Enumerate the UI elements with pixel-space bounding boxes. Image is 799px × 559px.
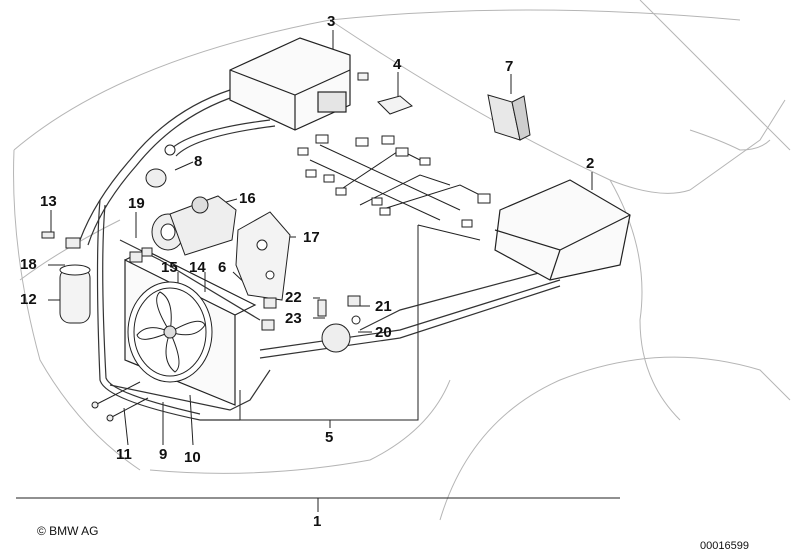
callout-6: 6 (218, 259, 227, 276)
callout-16: 16 (239, 190, 256, 207)
callout-3: 3 (327, 13, 336, 30)
callout-23: 23 (285, 310, 302, 327)
relay (487, 94, 531, 141)
callout-15: 15 (161, 259, 178, 276)
callout-1: 1 (313, 513, 322, 530)
copyright-text: © BMW AG (37, 524, 99, 538)
callout-4: 4 (393, 56, 402, 73)
wiring-harness (297, 134, 491, 241)
callout-9: 9 (159, 446, 168, 463)
small-parts (41, 144, 361, 422)
callout-12: 12 (20, 291, 37, 308)
car-outline (13, 0, 791, 521)
control-unit (357, 72, 413, 115)
callout-19: 19 (128, 195, 145, 212)
callout-18: 18 (20, 256, 37, 273)
bracket (235, 211, 291, 301)
callout-11: 11 (116, 446, 132, 463)
image-number: 00016599 (700, 540, 749, 552)
heater-box (494, 179, 631, 281)
callout-20: 20 (375, 324, 392, 341)
callout-17: 17 (303, 229, 320, 246)
callout-22: 22 (285, 289, 302, 306)
auxiliary-fan (127, 281, 213, 383)
receiver-drier (59, 264, 91, 324)
callout-21: 21 (375, 298, 392, 315)
callout-13: 13 (40, 193, 57, 210)
callout-14: 14 (189, 259, 206, 276)
callout-7: 7 (505, 58, 514, 75)
leader-lines (16, 30, 620, 512)
callout-2: 2 (586, 155, 595, 172)
evaporator-housing (229, 37, 351, 131)
callout-10: 10 (184, 449, 201, 466)
compressor (151, 195, 237, 256)
callout-8: 8 (194, 153, 203, 170)
callout-5: 5 (325, 429, 334, 446)
refrigerant-lines (79, 89, 561, 421)
